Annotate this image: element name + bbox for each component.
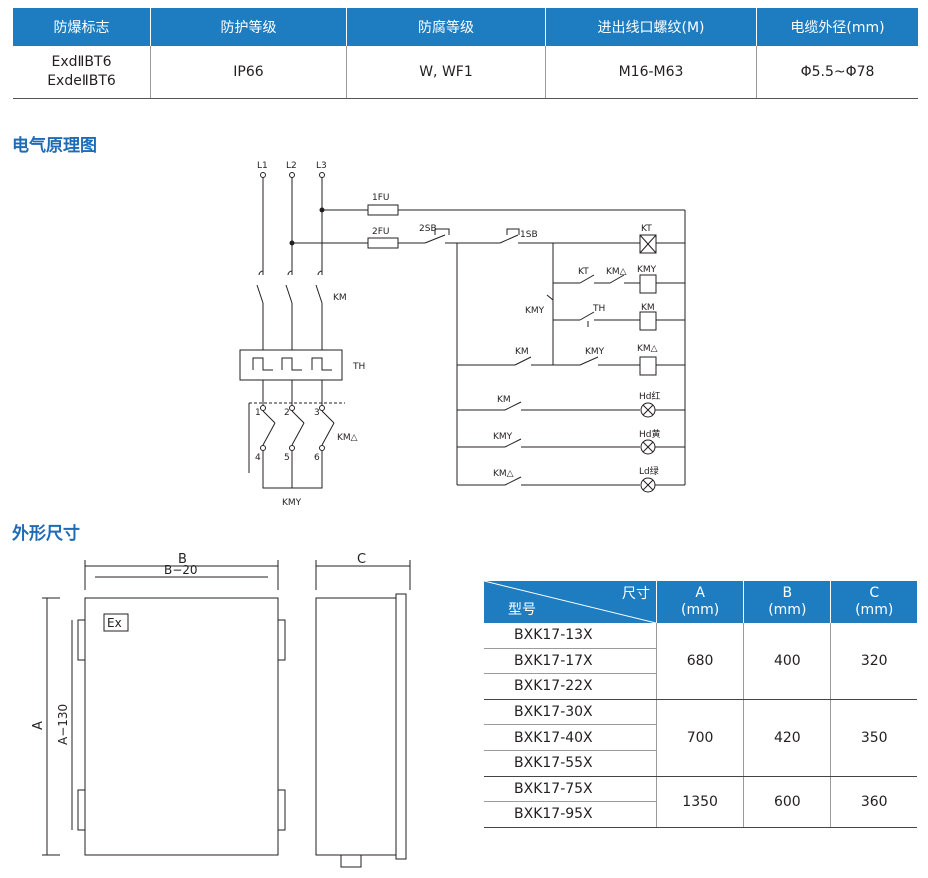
dims-header-b: B(mm) xyxy=(743,581,831,623)
spec-cell-cable: Φ5.5~Φ78 xyxy=(756,46,918,99)
model-cell: BXK17-95X xyxy=(484,801,657,828)
table-row: BXK17-30X 700 420 350 xyxy=(484,699,917,777)
corner-size-label: 尺寸 xyxy=(622,586,650,602)
dim-c-label: C xyxy=(357,552,366,567)
spec-header-thread: 进出线口螺纹(M) xyxy=(545,8,757,46)
label-lamp-red: Hd红 xyxy=(639,390,660,402)
spec-marking-1: ExdⅡBT6 xyxy=(51,54,112,70)
outline-title: 外形尺寸 xyxy=(12,524,80,544)
label-kmy-lamp-contact: KMY xyxy=(493,432,513,442)
value-b-cell: 420 xyxy=(743,699,831,777)
label-kmy-coil: KMY xyxy=(637,265,657,275)
terminal-6: 6 xyxy=(314,453,320,463)
label-main-kmy: KMY xyxy=(282,498,302,508)
label-l1: L1 xyxy=(257,161,268,171)
dim-a-label: A xyxy=(31,721,46,730)
table-row: BXK17-55X xyxy=(484,750,917,777)
spec-cell-marking: ExdⅡBT6 ExdeⅡBT6 xyxy=(13,46,151,99)
model-cell: BXK17-17X xyxy=(484,648,657,675)
spec-cell-thread: M16-M63 xyxy=(545,46,757,99)
spec-cell-anticorrosion: W, WF1 xyxy=(346,46,546,99)
label-2fu: 2FU xyxy=(372,227,390,237)
label-km-delta-contact: KM△ xyxy=(606,267,627,277)
label-km-delta-coil: KM△ xyxy=(637,344,658,354)
label-km-lamp-contact: KM xyxy=(497,395,511,405)
col-a-label: A xyxy=(695,585,705,601)
label-kt-coil: KT xyxy=(641,224,652,234)
col-b-label: B xyxy=(782,585,793,601)
terminal-1: 1 xyxy=(255,408,261,418)
corner-diagonal xyxy=(484,581,656,623)
table-row: BXK17-95X xyxy=(484,801,917,828)
table-row: BXK17-17X xyxy=(484,648,917,675)
schematic-title: 电气原理图 xyxy=(12,136,97,156)
value-a-cell: 700 xyxy=(655,699,744,777)
value-c-cell: 320 xyxy=(830,623,917,700)
dim-b20-label: B−20 xyxy=(164,563,198,577)
spec-marking-2: ExdeⅡBT6 xyxy=(47,73,116,89)
dims-corner-header: 尺寸 型号 xyxy=(484,581,657,623)
spec-table: 防爆标志 防护等级 防腐等级 进出线口螺纹(M) 电缆外径(mm) ExdⅡBT… xyxy=(13,8,918,99)
terminal-3: 3 xyxy=(314,408,320,418)
dims-body: BXK17-13X 680 400 320 BXK17-17X BXK17-22… xyxy=(484,623,917,828)
col-b-unit: (mm) xyxy=(768,602,807,618)
label-th-contact: TH xyxy=(592,304,605,314)
label-main-km: KM xyxy=(333,293,347,303)
value-a-cell: 680 xyxy=(655,623,744,700)
table-row: BXK17-40X xyxy=(484,724,917,751)
label-lamp-yellow: Hd黄 xyxy=(639,428,660,440)
spec-header-cable: 电缆外径(mm) xyxy=(756,8,918,46)
label-km-branch: KM xyxy=(515,347,529,357)
label-l3: L3 xyxy=(316,161,327,171)
model-cell: BXK17-40X xyxy=(484,724,657,751)
ex-label: Ex xyxy=(107,616,122,630)
value-b-cell: 400 xyxy=(743,623,831,700)
model-cell: BXK17-75X xyxy=(484,776,657,803)
model-cell: BXK17-30X xyxy=(484,699,657,726)
label-km-coil: KM xyxy=(641,303,655,313)
value-b-cell: 600 xyxy=(743,776,831,828)
label-main-km-delta: KM△ xyxy=(337,433,358,443)
label-1sb: 1SB xyxy=(520,230,538,240)
col-a-unit: (mm) xyxy=(681,602,720,618)
col-c-unit: (mm) xyxy=(855,602,894,618)
label-2sb: 2SB xyxy=(419,224,437,234)
value-a-cell: 1350 xyxy=(655,776,744,828)
dim-a130-label: A−130 xyxy=(56,704,70,745)
label-kmy-branch: KMY xyxy=(585,347,605,357)
label-main-th: TH xyxy=(352,362,365,372)
table-row: BXK17-13X 680 400 320 xyxy=(484,623,917,700)
spec-header-marking: 防爆标志 xyxy=(13,8,151,46)
corner-model-label: 型号 xyxy=(508,602,536,618)
spec-header-anticorrosion: 防腐等级 xyxy=(346,8,546,46)
label-1fu: 1FU xyxy=(372,193,390,203)
value-c-cell: 350 xyxy=(830,699,917,777)
model-cell: BXK17-13X xyxy=(484,623,657,649)
enclosure-outline-drawing: B B−20 C A A−130 Ex xyxy=(31,552,411,868)
dims-header-a: A(mm) xyxy=(655,581,744,623)
terminal-2: 2 xyxy=(284,408,290,418)
dims-header-c: C(mm) xyxy=(830,581,917,623)
terminal-4: 4 xyxy=(255,453,261,463)
dimension-table: 尺寸 型号 A(mm) B(mm) C(mm) BXK17-13X 680 40… xyxy=(484,581,917,828)
value-c-cell: 360 xyxy=(830,776,917,828)
electrical-schematic: L1 L2 L3 1FU 2FU 2SB 1SB KT KT KM△ KMY K… xyxy=(239,161,686,508)
terminal-5: 5 xyxy=(284,453,290,463)
label-kmd-lamp-contact: KM△ xyxy=(493,469,514,479)
spec-cell-protection: IP66 xyxy=(150,46,347,99)
label-kt-contact: KT xyxy=(578,267,589,277)
label-l2: L2 xyxy=(286,161,297,171)
model-cell: BXK17-55X xyxy=(484,750,657,777)
table-row: BXK17-22X xyxy=(484,673,917,700)
model-cell: BXK17-22X xyxy=(484,673,657,700)
label-kmy-left: KMY xyxy=(525,306,545,316)
col-c-label: C xyxy=(869,585,880,601)
table-row: BXK17-75X 1350 600 360 xyxy=(484,776,917,828)
label-lamp-green: Ld绿 xyxy=(639,465,659,477)
dim-b-label: B xyxy=(178,552,187,567)
spec-header-protection: 防护等级 xyxy=(150,8,347,46)
